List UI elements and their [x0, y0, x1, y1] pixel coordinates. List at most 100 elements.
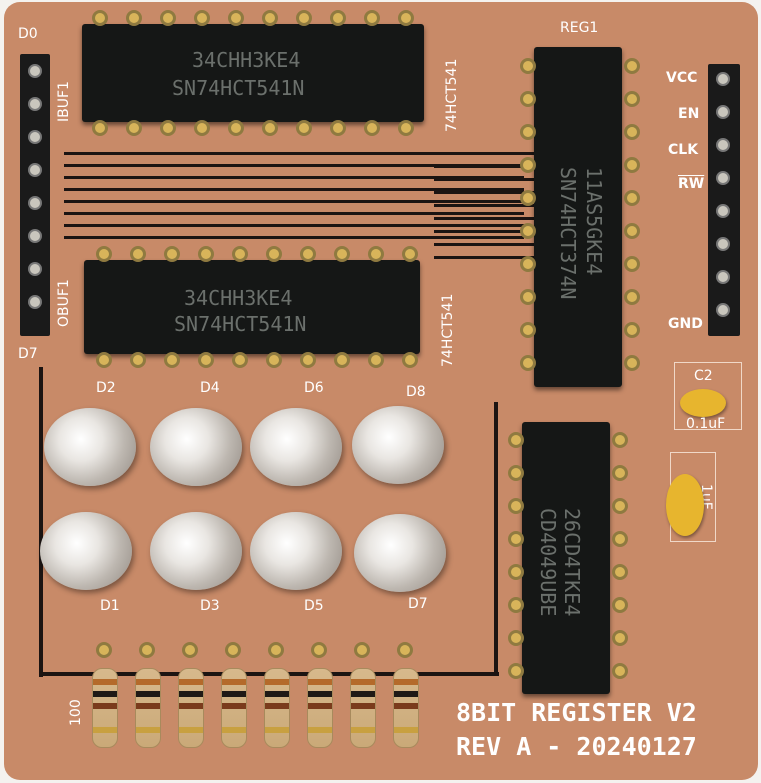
- c2-outline: [674, 362, 742, 430]
- chip-pin: [368, 246, 384, 262]
- chip-pin: [330, 10, 346, 26]
- label-d4: D4: [200, 380, 220, 396]
- label-d0: D0: [18, 26, 38, 42]
- chip-pin: [194, 10, 210, 26]
- header-pin: [28, 64, 42, 78]
- resistor-band: [222, 691, 246, 697]
- resistor-band: [308, 679, 332, 685]
- chip-pin: [96, 352, 112, 368]
- header-pin: [716, 105, 730, 119]
- chip-pin: [300, 352, 316, 368]
- resistor-band: [265, 727, 289, 733]
- header-pin: [28, 163, 42, 177]
- chip-pin: [402, 246, 418, 262]
- resistor-band: [179, 727, 203, 733]
- label-c2: C2: [694, 368, 713, 384]
- chip-pin: [130, 246, 146, 262]
- resistor-band: [351, 727, 375, 733]
- label-d5: D5: [304, 598, 324, 614]
- label-clk: CLK: [668, 142, 699, 158]
- led-d1: [40, 512, 132, 590]
- pcb-board: D0 D7 IBUF1 OBUF1 34CHH3KE4 SN74HCT541N …: [4, 2, 758, 780]
- chip-pin: [296, 10, 312, 26]
- chip-pin: [402, 352, 418, 368]
- chip-marking: 26CD4TKE4: [560, 508, 584, 617]
- header-pin: [716, 171, 730, 185]
- chip-pin: [520, 190, 536, 206]
- trace: [39, 367, 43, 677]
- chip-pin: [508, 432, 524, 448]
- label-obuf1: OBUF1: [56, 279, 72, 327]
- label-d3: D3: [200, 598, 220, 614]
- ibuf-chip: 34CHH3KE4 SN74HCT541N: [82, 24, 424, 122]
- label-resistor-value: 100: [68, 699, 84, 726]
- label-d8: D8: [406, 384, 426, 400]
- label-en: EN: [678, 106, 700, 122]
- trace-bus: [434, 152, 534, 262]
- chip-pin: [508, 564, 524, 580]
- resistor-band: [351, 691, 375, 697]
- led-d7: [354, 514, 446, 592]
- chip-pin: [612, 498, 628, 514]
- chip-pin: [194, 120, 210, 136]
- header-pin: [28, 130, 42, 144]
- chip-pin: [232, 352, 248, 368]
- resistor-band: [394, 703, 418, 709]
- resistor-band: [93, 679, 117, 685]
- label-ibuf-part: 74HCT541: [444, 58, 460, 132]
- chip-pin: [624, 58, 640, 74]
- header-pin: [28, 196, 42, 210]
- chip-pin: [612, 531, 628, 547]
- chip-marking: 11AS5GKE4: [582, 167, 606, 276]
- label-d6: D6: [304, 380, 324, 396]
- resistor-band: [136, 703, 160, 709]
- chip-pin: [508, 465, 524, 481]
- chip-pin: [508, 531, 524, 547]
- header-pin: [716, 72, 730, 86]
- chip-pin: [300, 246, 316, 262]
- chip-marking: CD4049UBE: [536, 508, 560, 617]
- chip-pin: [520, 355, 536, 371]
- led-d6: [250, 408, 342, 486]
- resistor-band: [394, 679, 418, 685]
- header-pin: [716, 138, 730, 152]
- resistor-band: [179, 679, 203, 685]
- capacitor-c1: [666, 474, 704, 536]
- chip-pin: [266, 246, 282, 262]
- chip-marking: 34CHH3KE4: [192, 48, 301, 72]
- chip-pin: [612, 630, 628, 646]
- chip-pin: [266, 352, 282, 368]
- chip-pin: [624, 289, 640, 305]
- resistor-band: [136, 679, 160, 685]
- header-pin: [28, 262, 42, 276]
- chip-pin: [624, 157, 640, 173]
- chip-pin: [624, 124, 640, 140]
- chip-pin: [624, 91, 640, 107]
- chip-marking: SN74HCT374N: [556, 167, 580, 300]
- chip-pin: [612, 432, 628, 448]
- resistor-pad: [139, 642, 155, 658]
- chip-pin: [164, 352, 180, 368]
- header-pin: [28, 97, 42, 111]
- chip-pin: [624, 223, 640, 239]
- chip-pin: [612, 663, 628, 679]
- chip-pin: [520, 289, 536, 305]
- resistor-band: [93, 703, 117, 709]
- resistor: [92, 668, 118, 748]
- resistor-pad: [268, 642, 284, 658]
- register-chip: 11AS5GKE4 SN74HCT374N: [534, 47, 622, 387]
- label-obuf-part: 74HCT541: [440, 293, 456, 367]
- resistor-band: [265, 703, 289, 709]
- board-revision: REV A - 20240127: [456, 732, 697, 761]
- resistor-band: [179, 703, 203, 709]
- header-pin: [716, 303, 730, 317]
- resistor: [264, 668, 290, 748]
- resistor-band: [265, 679, 289, 685]
- chip-pin: [520, 157, 536, 173]
- resistor-band: [93, 691, 117, 697]
- chip-pin: [508, 498, 524, 514]
- header-pin: [28, 295, 42, 309]
- resistor-band: [351, 679, 375, 685]
- chip-pin: [92, 120, 108, 136]
- label-c2-value: 0.1uF: [686, 416, 726, 432]
